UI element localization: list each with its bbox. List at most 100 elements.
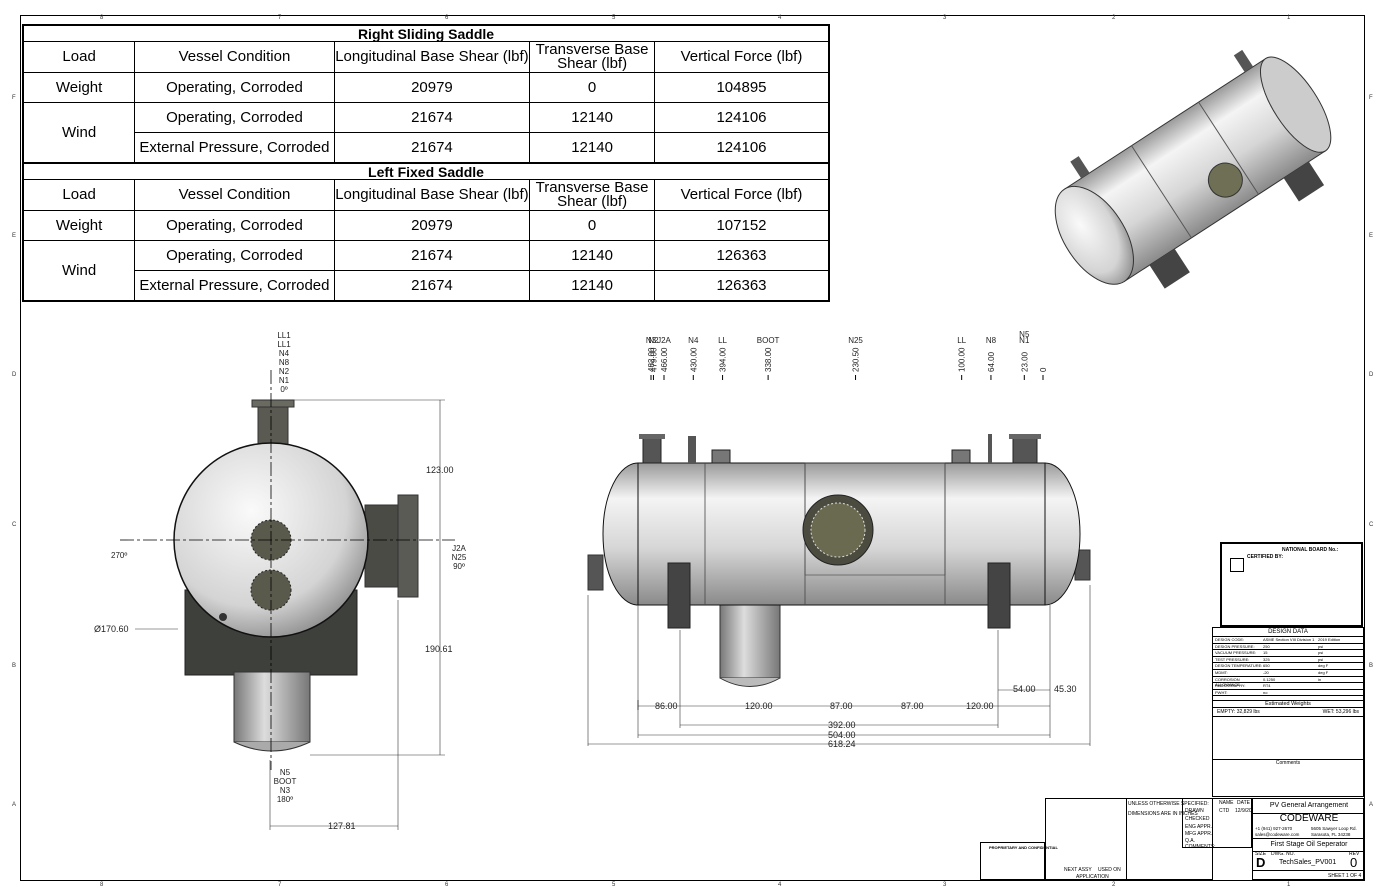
proprietary-note: PROPRIETARY AND CONFIDENTIAL (980, 842, 1058, 880)
isometric-view (1054, 49, 1332, 289)
dim-overall: 618.24 (828, 739, 856, 749)
qa-label: Q.A. (1185, 838, 1196, 844)
design-data-key: MDMT: (1215, 669, 1228, 675)
design-data-value: 650 (1263, 663, 1270, 669)
zone-column-label: 7 (278, 882, 282, 888)
end-view-right-label: N25 (452, 553, 467, 562)
comments-field-label: COMMENTS: (1185, 844, 1216, 850)
design-data-value: 15 (1263, 650, 1268, 656)
drawing-number: TechSales_PV001 (1279, 859, 1337, 866)
condition-cell: Operating, Corroded (134, 102, 335, 133)
end-view-bottom-label: BOOT (274, 777, 297, 786)
zone-column-label: 5 (612, 882, 616, 888)
end-view-top-label: LL1 (277, 340, 291, 349)
trans-cell: 12140 (529, 132, 655, 164)
design-data-value: ASME Section VIII Division 1 (1263, 637, 1315, 642)
zone-row-label: E (12, 233, 17, 239)
nozzle-label: N1 (1019, 336, 1030, 345)
design-data-value: 250 (1263, 643, 1270, 649)
end-view-top-label: N8 (279, 358, 290, 367)
nozzle-position: 230.50 (852, 347, 861, 372)
design-data-value: 325 (1263, 656, 1270, 662)
zone-row-label: A (1369, 802, 1374, 808)
zone-column-label: 2 (1112, 15, 1116, 21)
dimensions-note: DIMENSIONS ARE IN INCHES (1128, 811, 1198, 817)
revision: 0 (1350, 855, 1358, 870)
design-data-key: DESIGN TEMPERATURE: (1215, 663, 1263, 669)
design-data-key: DESIGN PRESSURE: (1215, 643, 1255, 649)
eng-appr-label: ENG APPR. (1185, 824, 1212, 830)
company-name: CODEWARE (1279, 813, 1339, 824)
nozzle-position: 466.00 (660, 347, 669, 372)
condition-cell: External Pressure, Corroded (134, 270, 335, 302)
load-cell: Weight (22, 72, 136, 103)
company-address: 5605 Sawyer Loop Rd. (1311, 826, 1357, 831)
design-data-value: 0.1250 (1263, 676, 1276, 682)
title-block: PV General Arrangement CODEWARE +1 (941)… (1252, 798, 1365, 880)
comments-label: Comments (1213, 759, 1363, 766)
design-data-unit: 2019 Edition (1318, 637, 1341, 642)
nozzle-label: N3 (646, 336, 657, 345)
drawn-label: DRAWN (1185, 808, 1204, 814)
sheet-number: SHEET 1 OF 4 (1328, 873, 1362, 879)
design-data-key: TEST PRESSURE: (1215, 656, 1250, 662)
vert-cell: 104895 (653, 72, 830, 103)
design-data-key: CORROSION ALLOWANCE: (1215, 676, 1242, 688)
dim-segment: 87.00 (830, 701, 853, 711)
zone-row-label: B (12, 663, 17, 669)
load-cell: Wind (22, 240, 136, 302)
empty-weight: EMPTY: 32,829 lbs (1217, 709, 1260, 716)
nozzle-label: N25 (848, 336, 863, 345)
application-label: APPLICATION (1076, 874, 1109, 880)
trans-cell: 12140 (529, 270, 655, 302)
side-view: 482.00N3479.00N2466.00J2A430.00N4394.00L… (587, 330, 1091, 749)
design-data-key: DESIGN CODE: (1215, 637, 1245, 642)
size-label: SIZE (1255, 851, 1267, 857)
zone-row-label: F (12, 95, 16, 101)
end-view-right-label: J2A (452, 544, 466, 553)
dwg-no-label: DWG. NO. (1271, 851, 1295, 857)
end-view-right-label: 90º (453, 562, 465, 571)
zone-column-label: 3 (943, 882, 947, 888)
drawing-border (20, 15, 1365, 881)
zone-column-label: 8 (100, 15, 104, 21)
design-data-unit: deg F (1318, 663, 1329, 669)
nozzle-position: 482.00 (647, 347, 656, 372)
design-data-key: VACUUM PRESSURE: (1215, 650, 1257, 656)
zone-column-label: 7 (278, 15, 282, 21)
zone-column-label: 3 (943, 15, 947, 21)
load-cell: Wind (22, 102, 136, 164)
column-header: Longitudinal Base Shear (lbf) (333, 41, 531, 73)
nozzle-label: LL (718, 336, 727, 345)
nozzle-position: 100.00 (958, 347, 967, 372)
long-cell: 21674 (333, 102, 531, 133)
dim-width: 127.81 (328, 821, 356, 831)
nozzle-position: 430.00 (689, 347, 698, 372)
nozzle-position: 338.00 (764, 347, 773, 372)
drawing-title: PV General Arrangement (1253, 799, 1365, 814)
mfg-appr-label: MFG APPR. (1185, 831, 1213, 837)
vert-cell: 124106 (653, 102, 830, 133)
end-view-bottom-label: N3 (280, 786, 291, 795)
design-data-block: DESIGN DATA DESIGN CODE:ASME Section VII… (1212, 627, 1364, 797)
nozzle-label: N5 (1019, 330, 1030, 339)
dim-segment: 120.00 (745, 701, 773, 711)
zone-column-label: 4 (778, 882, 782, 888)
trans-cell: 0 (529, 72, 655, 103)
end-view-top-label: LL1 (277, 331, 291, 340)
drawn-date: 12/9/20 (1235, 808, 1252, 814)
vert-cell: 124106 (653, 132, 830, 164)
zone-row-label: C (1369, 522, 1374, 528)
nozzle-position: 479.00 (649, 347, 658, 372)
end-view: LL1 LL1 N4 N8 N2 N1 0º J2A N25 90º 270º … (94, 331, 467, 831)
zone-column-label: 1 (1287, 882, 1291, 888)
design-data-unit: psi (1318, 656, 1324, 662)
design-data-row: PWHT:no (1213, 690, 1363, 697)
dim-segment: 120.00 (966, 701, 994, 711)
nozzle-position: 23.00 (1020, 351, 1029, 372)
column-header: Vertical Force (lbf) (653, 41, 830, 73)
